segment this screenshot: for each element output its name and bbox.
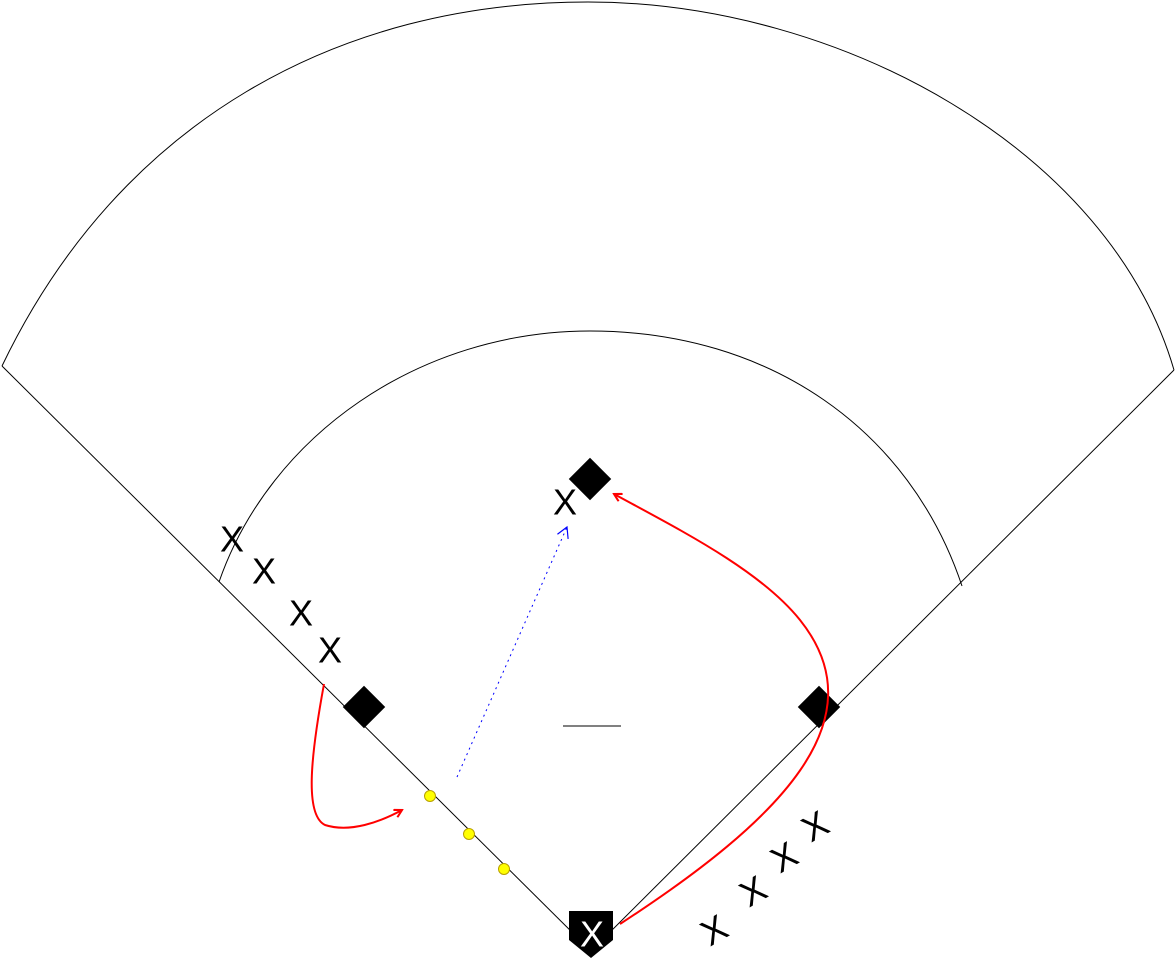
left-line-player: X bbox=[252, 551, 276, 592]
left-line-player: X bbox=[289, 593, 313, 634]
left-foul-line bbox=[1, 365, 592, 952]
ball-dot-icon bbox=[424, 790, 436, 802]
runner-path-home-to-second bbox=[614, 494, 830, 925]
left-line-player: X bbox=[220, 519, 244, 560]
right-line-player: X bbox=[693, 906, 734, 954]
throw-path bbox=[456, 525, 569, 778]
third-base bbox=[342, 685, 386, 729]
outfield-fence-arc bbox=[1, 1, 1175, 371]
second-base-player: X bbox=[553, 482, 577, 523]
ball-dot-icon bbox=[463, 828, 475, 840]
left-line-player: X bbox=[318, 630, 342, 671]
home-plate-player: X bbox=[580, 914, 604, 955]
infield-arc bbox=[218, 330, 963, 587]
right-foul-line bbox=[590, 369, 1175, 952]
home-plate bbox=[569, 911, 613, 958]
right-line-player: X bbox=[794, 802, 835, 850]
runner-path-third-line bbox=[310, 683, 402, 829]
ball-dot-icon bbox=[498, 863, 510, 875]
right-line-player: X bbox=[732, 867, 773, 915]
first-base bbox=[797, 685, 841, 729]
right-line-player: X bbox=[763, 833, 804, 881]
